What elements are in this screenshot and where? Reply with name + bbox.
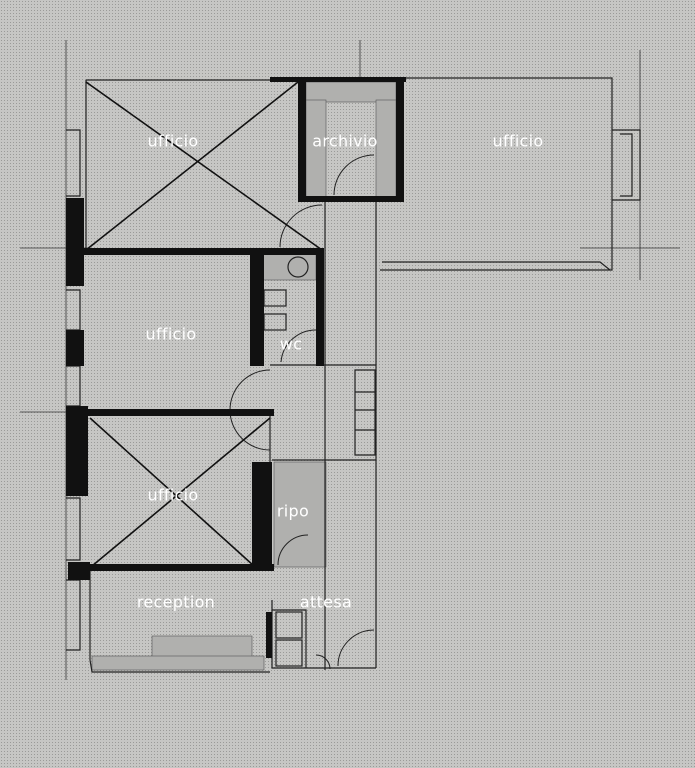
room-label-wc: wc [279,334,303,354]
room-label-reception: reception [136,592,216,612]
hatched-areas [91,81,397,671]
void-crosses [85,81,323,567]
room-label-ufficio: ufficio [147,485,199,505]
door-swings [229,154,375,670]
room-label-attesa: attesa [299,592,353,612]
room-label-ripo: ripo [276,501,310,521]
room-label-ufficio: ufficio [145,324,197,344]
room-label-ufficio: ufficio [147,131,199,151]
thin-walls [66,77,641,673]
room-label-archivio: archivio [312,131,378,151]
room-label-ufficio: ufficio [492,131,544,151]
thick-walls [66,77,406,658]
